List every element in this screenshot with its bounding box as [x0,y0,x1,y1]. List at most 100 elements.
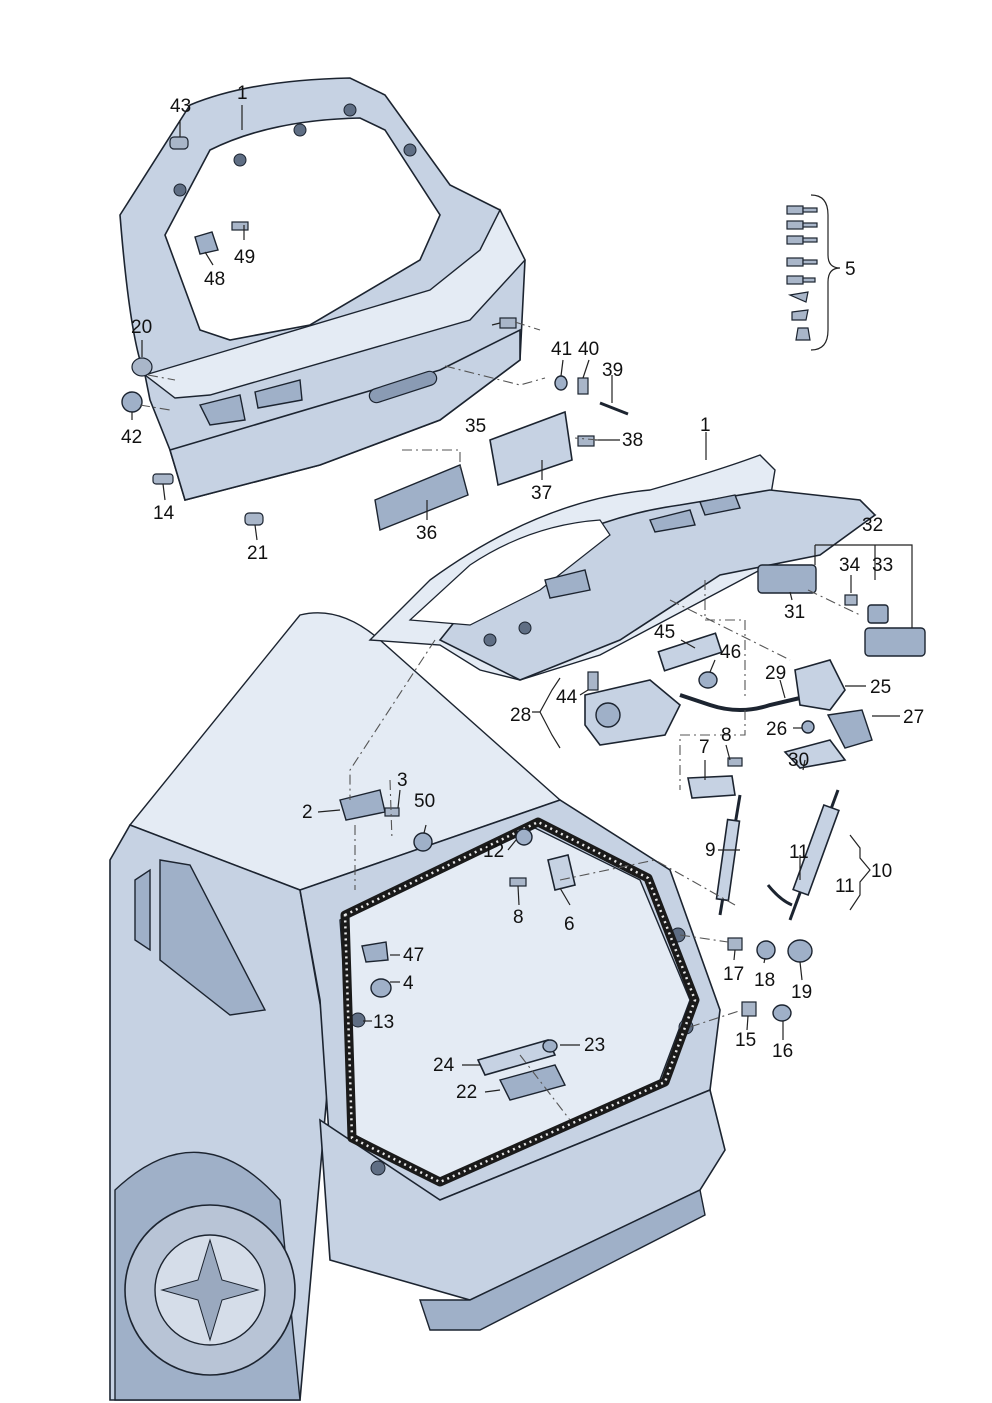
callout-21: 21 [247,543,269,564]
bracket-6 [547,854,576,891]
callout-15: 15 [735,1030,757,1051]
part-26 [801,720,815,734]
callout-16: 16 [772,1041,794,1062]
callout-30: 30 [788,750,810,771]
part-20 [131,357,153,377]
part-27 [826,709,873,749]
callout-11-lower: 11 [835,876,855,897]
part-50 [413,832,433,852]
part-31 [757,564,817,594]
callout-43: 43 [170,96,192,117]
part-17 [727,937,743,951]
fastener-set-5 [786,205,818,341]
part-36 [374,464,469,531]
callout-10: 10 [871,861,893,882]
callout-31: 31 [784,602,806,623]
callout-4: 4 [403,973,414,994]
callout-24: 24 [433,1055,455,1076]
callout-8-upper: 8 [721,725,732,746]
callout-1-lower: 1 [700,415,711,436]
callout-29: 29 [765,663,787,684]
callout-35: 35 [465,416,487,437]
callout-33: 33 [872,555,894,576]
part-3 [384,807,400,817]
assembly-lines [139,321,861,1121]
callout-22: 22 [456,1082,478,1103]
callout-12: 12 [483,841,505,862]
part-45 [657,632,723,672]
part-7 [687,775,736,799]
callout-46: 46 [720,642,742,663]
part-47 [361,941,389,963]
callout-27: 27 [903,707,925,728]
part-33 [867,604,889,624]
part-22 [498,1064,567,1101]
callout-25: 25 [870,677,892,698]
motor-28 [584,679,681,746]
callout-26: 26 [766,719,788,740]
part-32-switch [864,627,926,657]
callout-7: 7 [699,737,710,758]
part-14 [152,473,174,485]
tailgate-rear-view [368,454,877,681]
callout-13: 13 [373,1012,395,1033]
part-18 [756,940,776,960]
part-24 [476,1039,557,1076]
part-42 [121,391,143,413]
vehicle-rear-body [109,612,726,1401]
part-16 [772,1004,792,1022]
callout-8-lower: 8 [513,907,524,928]
callout-42: 42 [121,427,143,448]
part-44 [587,671,599,691]
callout-39: 39 [602,360,624,381]
callout-18: 18 [754,970,776,991]
callout-17: 17 [723,964,745,985]
part-41 [554,375,568,391]
callout-32: 32 [862,515,884,536]
tailgate-front-view [119,77,526,501]
part-19 [787,939,813,963]
part-38 [577,435,595,447]
part-4 [370,978,392,998]
callout-20: 20 [131,317,153,338]
callout-36: 36 [416,523,438,544]
callout-11-upper: 11 [789,842,809,863]
callout-40: 40 [578,339,600,360]
callout-44: 44 [556,687,578,708]
callout-28: 28 [510,705,532,726]
gas-strut-10 [788,789,840,921]
part-43 [169,136,189,150]
part-30 [783,739,847,769]
callout-1-upper: 1 [237,83,248,104]
cable-29 [679,693,801,712]
part-15 [741,1001,757,1017]
part-34 [844,594,858,606]
part-23 [542,1039,558,1053]
callout-45: 45 [654,622,676,643]
lock-25 [794,659,846,711]
callout-6: 6 [564,914,575,935]
callout-47: 47 [403,945,425,966]
callout-3: 3 [397,770,408,791]
part-8b [509,877,527,887]
part-49 [231,221,249,231]
callout-50: 50 [414,791,436,812]
part-40 [577,377,589,395]
part-46 [698,671,718,689]
part-37 [489,410,573,487]
callout-38: 38 [622,430,644,451]
part-8a [727,757,743,767]
callout-9: 9 [705,840,716,861]
part-21 [244,512,264,526]
part-39 [599,401,629,416]
cable-11 [766,884,793,907]
callout-5: 5 [845,259,856,280]
part-12 [515,828,533,846]
part-35 [499,317,517,329]
callout-23: 23 [584,1035,606,1056]
callout-2: 2 [302,802,313,823]
part-48 [194,231,219,255]
callout-37: 37 [531,483,553,504]
callout-48: 48 [204,269,226,290]
callout-14: 14 [153,503,175,524]
